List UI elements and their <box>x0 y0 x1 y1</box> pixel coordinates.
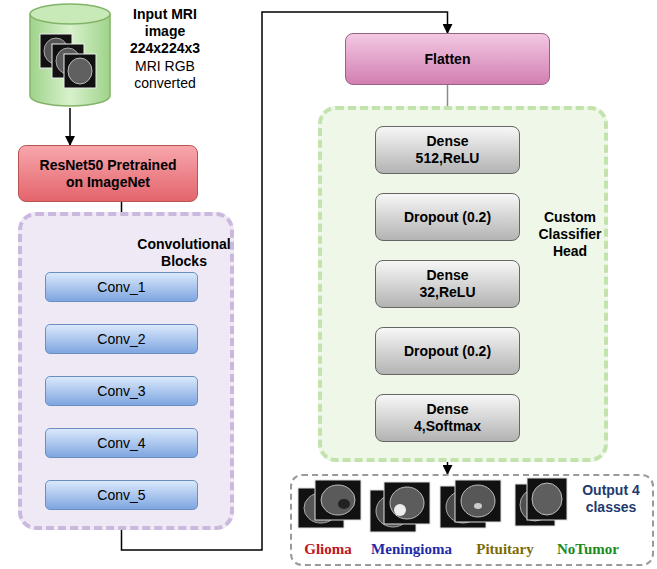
group-label: Convolutional Blocks <box>132 236 236 270</box>
box-label: Conv_1 <box>97 279 145 296</box>
pituitary-scan <box>440 480 501 528</box>
flow-arrow <box>69 108 71 145</box>
output-group: Output 4 classesGliomaMeningiomaPituitar… <box>290 474 654 566</box>
conv-block: Conv_2 <box>45 324 198 354</box>
box-label: Flatten <box>425 51 471 68</box>
class-label: NoTumor <box>546 540 630 558</box>
box-label: Conv_5 <box>97 487 145 504</box>
box-label: Dropout (0.2) <box>404 343 491 360</box>
cylinder-outline <box>28 2 112 108</box>
input-heading: Input MRI image 224x224x3 <box>116 6 214 56</box>
classifier-group: Custom Classifier Head Dense 512,ReLU Drop… <box>318 106 608 462</box>
group-label: Output 4 classes <box>572 482 650 516</box>
backbone-box: ResNet50 Pretrained on ImageNet <box>18 145 198 202</box>
box-label: Conv_3 <box>97 383 145 400</box>
group-label: Custom Classifier Head <box>530 209 610 259</box>
input-cylinder: Input MRI image 224x224x3MRI RGB convert… <box>28 2 214 110</box>
meningioma-scan <box>370 482 430 532</box>
label-column: Input MRI image 224x224x3MRI RGB convert… <box>116 6 214 92</box>
dense-box: Dense 4,Softmax <box>375 394 520 442</box>
dropout-box: Dropout (0.2) <box>375 193 520 241</box>
dropout-box: Dropout (0.2) <box>375 327 520 375</box>
glioma-scan <box>298 480 361 528</box>
conv-block: Conv_3 <box>45 376 198 406</box>
conv-group: Convolutional BlocksConv_1Conv_2Conv_3Co… <box>18 212 234 530</box>
box-label: Conv_2 <box>97 331 145 348</box>
box-label: Conv_4 <box>97 435 145 452</box>
cylinder-shape <box>28 2 112 108</box>
conv-block: Conv_1 <box>45 272 198 302</box>
dense-box: Dense 512,ReLU <box>375 126 520 174</box>
conv-block: Conv_5 <box>45 480 198 510</box>
notumor-scan <box>515 478 567 526</box>
box-label: Dense 32,ReLU <box>403 267 493 301</box>
flatten-box: Flatten <box>345 33 550 85</box>
input-note: MRI RGB converted <box>116 58 214 92</box>
box-label: Dense 512,ReLU <box>403 133 493 167</box>
class-label: Glioma <box>297 540 359 558</box>
class-label: Pituitary <box>464 540 546 558</box>
box-label: Dense 4,Softmax <box>403 401 493 435</box>
conv-block: Conv_4 <box>45 428 198 458</box>
class-label: Meningioma <box>359 540 464 558</box>
box-label: ResNet50 Pretrained on ImageNet <box>33 157 183 191</box>
box-label: Dropout (0.2) <box>404 209 491 226</box>
dense-box: Dense 32,ReLU <box>375 260 520 308</box>
